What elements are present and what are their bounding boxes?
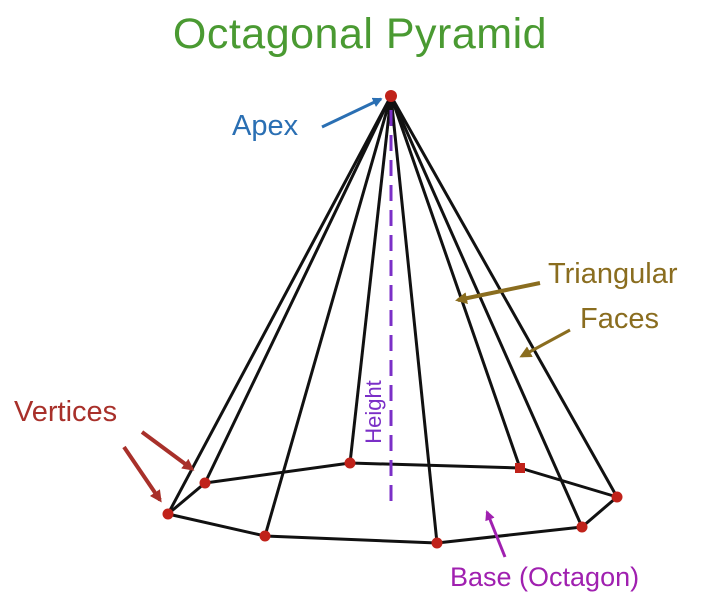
vertex-dot — [611, 491, 623, 503]
lateral-edge — [263, 95, 393, 537]
lateral-edge — [389, 95, 439, 544]
triangular-faces-label-line2: Faces — [580, 303, 659, 335]
lateral-edges — [166, 95, 619, 544]
lateral-edge — [203, 95, 393, 484]
vertex-dot — [162, 508, 174, 520]
height-label: Height — [361, 380, 386, 444]
vertex-dot — [199, 477, 211, 489]
vertices-label: Vertices — [14, 396, 118, 428]
vertex-dots — [162, 90, 623, 549]
vertex-dot — [431, 537, 443, 549]
apex-dot — [385, 90, 397, 102]
lateral-edge — [166, 95, 393, 515]
vertex-dot — [259, 530, 271, 542]
lateral-edge — [389, 95, 522, 469]
vertices-arrow-upper — [140, 430, 195, 471]
faces-arrow-upper — [455, 281, 541, 305]
triangular-faces-label-line1: Triangular — [548, 258, 678, 290]
vertex-dot — [344, 457, 356, 469]
diagram-title: Octagonal Pyramid — [172, 10, 548, 58]
lateral-edge — [389, 95, 584, 528]
apex-label: Apex — [232, 110, 299, 142]
faces-arrow-lower — [519, 328, 571, 358]
lateral-edge — [348, 95, 393, 464]
vertices-arrow-lower — [122, 445, 162, 503]
apex-arrow — [321, 97, 383, 129]
vertex-dot — [576, 521, 588, 533]
base-label: Base (Octagon) — [450, 562, 640, 592]
vertex-dot — [515, 463, 525, 473]
lateral-edge — [389, 95, 619, 498]
base-arrow — [485, 510, 507, 558]
